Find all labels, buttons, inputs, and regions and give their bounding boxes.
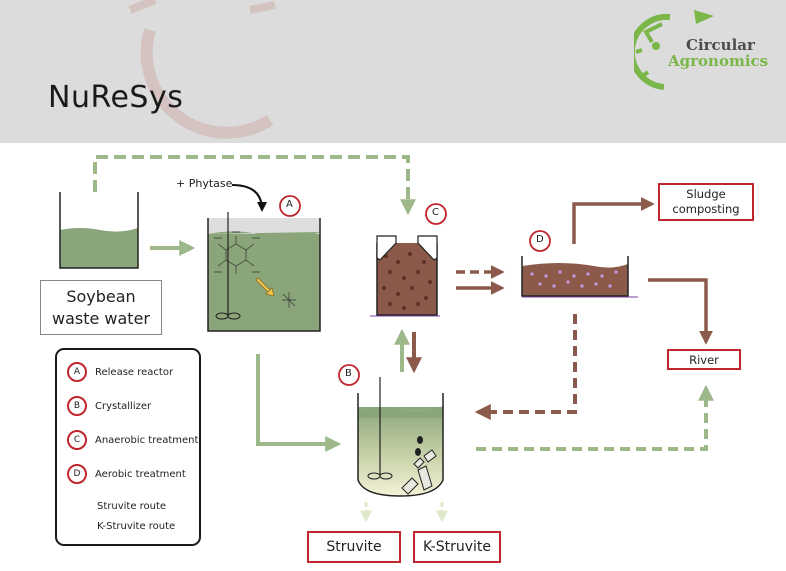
legend-k-struvite-route-label: K-Struvite route — [97, 521, 176, 532]
arrow-d-to-b-dashed — [474, 314, 577, 420]
badge-d-circle — [529, 230, 551, 252]
sludge-composting-label: Sludge composting — [672, 187, 740, 216]
soybean-tank — [59, 192, 139, 269]
badge-b-label: B — [345, 368, 352, 379]
arrow-b-to-river-dashed — [476, 384, 714, 451]
badge-a-label: A — [286, 199, 293, 210]
legend-struvite-route-label: Struvite route — [97, 501, 167, 512]
legend-item-b: B Crystallizer — [67, 396, 151, 416]
legend-badge-c: C — [67, 430, 87, 450]
logo-text-circular: Circular — [686, 36, 755, 54]
river-label: River — [689, 352, 719, 367]
arrow-d-to-sludge — [572, 197, 655, 244]
badge-b-circle — [338, 364, 360, 386]
phytase-label: + Phytase — [176, 177, 233, 190]
legend-item-d: D Aerobic treatment — [67, 464, 186, 484]
legend-label-c: Anaerobic treatment — [95, 434, 199, 446]
reactor-c — [370, 235, 440, 317]
circular-agronomics-logo-icon — [634, 10, 714, 90]
k-struvite-route-top — [93, 155, 416, 216]
arrow-phytase-into-a — [231, 184, 267, 212]
k-struvite-box: K-Struvite — [413, 531, 501, 563]
logo-text-agronomics: Agronomics — [668, 52, 769, 70]
legend-item-c: C Anaerobic treatment — [67, 430, 198, 450]
legend-badge-d: D — [67, 464, 87, 484]
reactor-d — [521, 256, 638, 298]
legend-badge-b: B — [67, 396, 87, 416]
header-band: NuReSys Circular Agronomics — [0, 0, 786, 143]
legend-label-a: Release reactor — [95, 366, 174, 378]
struvite-box: Struvite — [307, 531, 401, 563]
legend-badge-a: A — [67, 362, 87, 382]
arrow-a-to-b — [256, 354, 342, 452]
arrow-d-to-river — [648, 278, 713, 345]
sludge-composting-box: Sludge composting — [658, 183, 754, 221]
badge-c-label: C — [432, 207, 439, 218]
legend-label-d: Aerobic treatment — [95, 468, 186, 480]
page-title: NuReSys — [48, 80, 184, 115]
soybean-waste-water-label: Soybean waste water — [51, 286, 150, 328]
badge-d-label: D — [536, 234, 544, 245]
struvite-label: Struvite — [326, 539, 382, 555]
reactor-b — [357, 377, 444, 497]
legend-item-a: A Release reactor — [67, 362, 173, 382]
reactor-a — [207, 212, 321, 332]
badge-a-circle — [279, 195, 301, 217]
soybean-waste-water-box: Soybean waste water — [40, 280, 162, 335]
river-box: River — [667, 349, 741, 370]
k-struvite-label: K-Struvite — [422, 539, 492, 555]
legend-label-b: Crystallizer — [95, 400, 152, 412]
badge-c-circle — [425, 203, 447, 225]
legend-box: A Release reactor B Crystallizer C Anaer… — [55, 348, 201, 546]
circular-agronomics-watermark-icon — [128, 0, 276, 139]
